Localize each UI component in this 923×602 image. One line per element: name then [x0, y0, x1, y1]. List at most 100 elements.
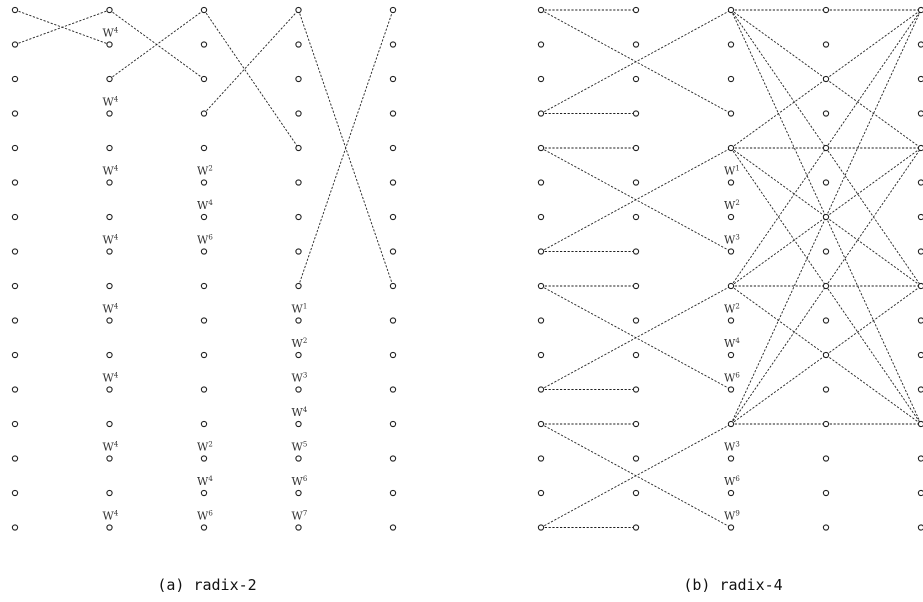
radix2-node — [389, 489, 397, 497]
radix4-twiddle-label: W3 — [724, 234, 740, 247]
radix4-node — [632, 41, 640, 48]
radix2-node — [11, 386, 19, 393]
radix4-node — [727, 144, 735, 152]
radix2-node — [106, 351, 113, 359]
radix2-node — [389, 455, 397, 462]
radix2-node — [11, 213, 19, 221]
radix4-node — [822, 351, 830, 359]
radix4-twiddle-label: W2 — [724, 199, 740, 212]
radix2-node — [11, 351, 19, 359]
radix4-node — [727, 386, 735, 393]
radix4-node — [632, 282, 640, 290]
radix4-node — [917, 144, 923, 152]
radix4-node — [917, 41, 923, 48]
radix4-node — [822, 524, 830, 531]
radix2-twiddle-label: W7 — [292, 510, 308, 523]
radix2-node — [106, 248, 113, 255]
radix2-node — [200, 317, 208, 324]
radix4-node — [632, 455, 640, 462]
radix4-node — [632, 524, 640, 531]
radix2-node — [295, 248, 302, 255]
radix2-node — [200, 248, 208, 255]
radix2-node — [11, 455, 19, 462]
radix2-edge — [203, 9, 299, 149]
radix2-node — [11, 248, 19, 255]
radix2-node — [200, 144, 208, 152]
radix2-twiddle-label: W2 — [197, 441, 213, 454]
radix2-node — [389, 524, 397, 531]
radix2-node — [106, 489, 113, 497]
radix4-node — [632, 386, 640, 393]
radix4-node — [537, 179, 545, 186]
radix2-node — [295, 6, 302, 14]
radix2-edge — [298, 9, 394, 287]
radix2-node — [389, 179, 397, 186]
radix4-node — [632, 213, 640, 221]
radix2-twiddle-label: W6 — [292, 475, 308, 488]
radix2-node — [200, 213, 208, 221]
radix4-node — [537, 248, 545, 255]
radix4-node — [537, 6, 545, 14]
radix2-twiddle-label: W4 — [103, 303, 119, 316]
radix4-node — [917, 6, 923, 14]
radix4-node — [632, 6, 640, 14]
radix4-node — [917, 386, 923, 393]
radix4-node — [822, 317, 830, 324]
radix4-node — [727, 110, 735, 117]
radix2-node — [11, 179, 19, 186]
radix4-edge — [730, 147, 922, 287]
radix4-node — [917, 317, 923, 324]
radix2-node — [106, 41, 113, 48]
radix2-node — [295, 524, 302, 531]
radix2-node — [106, 317, 113, 324]
radix4-node — [917, 351, 923, 359]
radix2-node — [106, 75, 113, 83]
radix4-node — [632, 489, 640, 497]
radix4-node — [727, 179, 735, 186]
radix4-edge — [730, 285, 922, 425]
radix2-node — [106, 524, 113, 531]
radix4-node — [727, 455, 735, 462]
radix2-node — [200, 6, 208, 14]
radix2-node — [200, 524, 208, 531]
radix4-node — [822, 110, 830, 117]
radix2-node — [11, 75, 19, 83]
radix4-twiddle-label: W2 — [724, 303, 740, 316]
radix2-node — [295, 41, 302, 48]
radix2-node — [200, 351, 208, 359]
radix2-node — [295, 351, 302, 359]
radix2-node — [389, 351, 397, 359]
radix2-node — [389, 386, 397, 393]
radix4-node — [727, 41, 735, 48]
radix4-node — [822, 282, 830, 290]
radix4-node — [537, 524, 545, 531]
radix2-node — [200, 282, 208, 290]
radix2-node — [200, 110, 208, 117]
radix2-twiddle-label: W4 — [197, 199, 213, 212]
radix4-node — [727, 282, 735, 290]
radix2-node — [11, 41, 19, 48]
radix2-node — [389, 420, 397, 428]
radix4-node — [727, 351, 735, 359]
radix4-node — [632, 351, 640, 359]
radix4-edge — [540, 9, 732, 114]
radix4-node — [727, 213, 735, 221]
radix2-twiddle-label: W4 — [292, 406, 308, 419]
radix4-node — [917, 110, 923, 117]
radix2-node — [11, 282, 19, 290]
radix4-node — [822, 420, 830, 428]
radix4-node — [632, 420, 640, 428]
radix2-edge — [203, 9, 299, 114]
radix4-node — [537, 489, 545, 497]
radix4-twiddle-label: W6 — [724, 475, 740, 488]
radix4-node — [632, 144, 640, 152]
radix2-node — [295, 110, 302, 117]
radix2-node — [200, 420, 208, 428]
radix2-twiddle-label: W4 — [197, 475, 213, 488]
radix2-twiddle-label: W4 — [103, 234, 119, 247]
radix4-node — [537, 110, 545, 117]
radix4-edge — [540, 285, 732, 390]
radix4-node — [537, 455, 545, 462]
radix4-node — [727, 524, 735, 531]
